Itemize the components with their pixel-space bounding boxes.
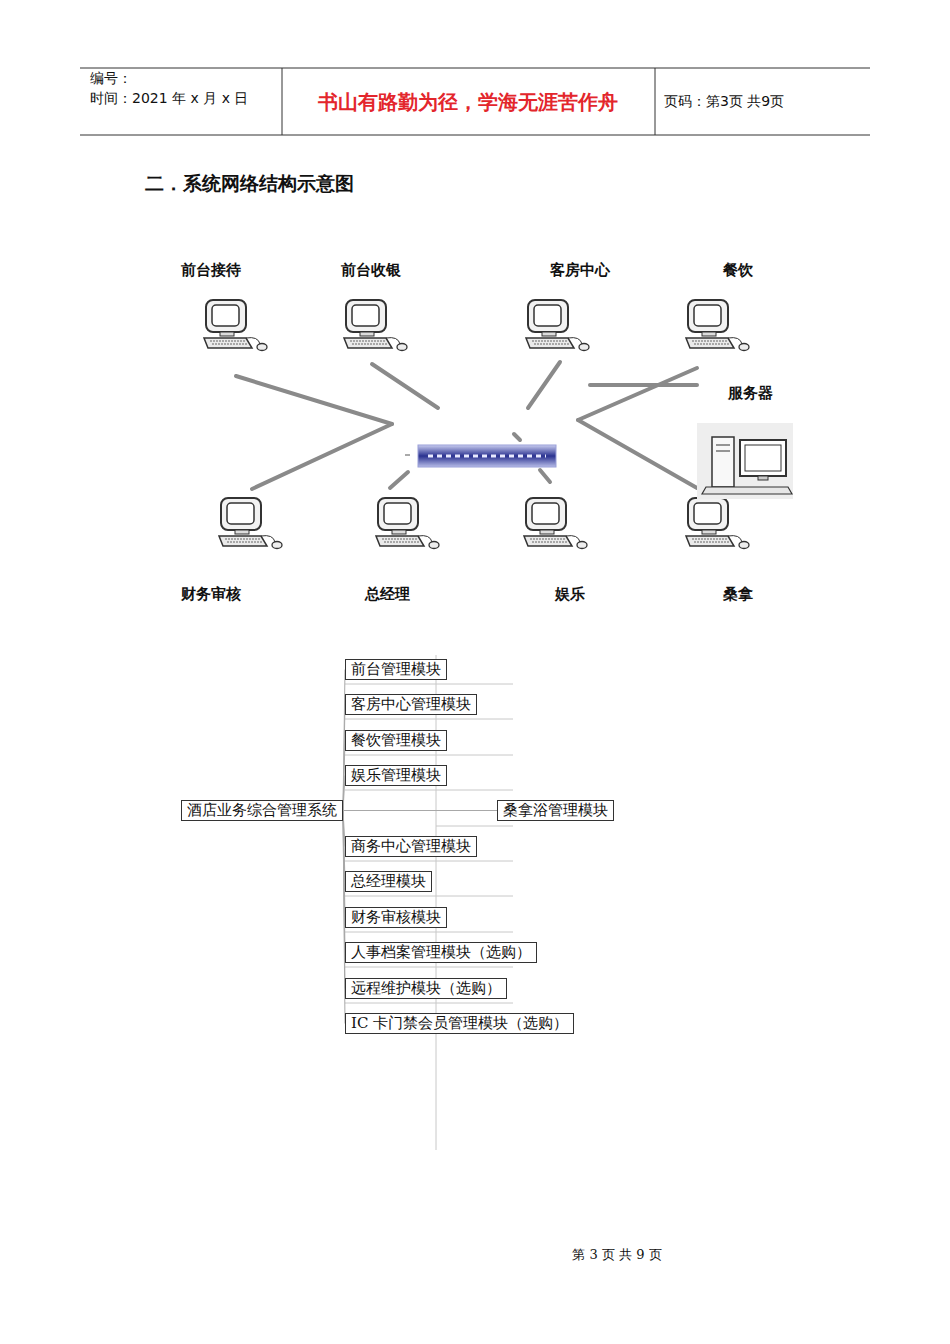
tree-connector-group	[343, 705, 345, 811]
server-icon	[697, 423, 793, 499]
network-switch	[405, 445, 556, 467]
header-table	[80, 68, 870, 135]
module-box: 商务中心管理模块	[345, 836, 477, 857]
module-box: 桑拿浴管理模块	[497, 800, 614, 821]
module-name: 财务审核模块	[351, 908, 441, 926]
module-box: 前台管理模块	[345, 659, 447, 680]
module-box: IC 卡门禁会员管理模块（选购）	[345, 1013, 574, 1034]
terminal-label: 客房中心	[550, 261, 610, 279]
header-field: 编号：	[90, 70, 132, 87]
module-box: 人事档案管理模块（选购）	[345, 942, 537, 963]
server-label: 服务器	[728, 384, 773, 402]
module-name: 人事档案管理模块（选购）	[351, 943, 531, 961]
terminal-label: 总经理	[365, 585, 410, 603]
module-box: 总经理模块	[345, 871, 432, 892]
terminal-label: 餐饮	[723, 261, 753, 279]
tree-bus	[345, 655, 513, 1150]
header-field: 时间：2021 年 x 月 x 日	[90, 90, 248, 107]
module-name: 娱乐管理模块	[351, 766, 441, 784]
page-number: 页码：第3页 共9页	[664, 93, 784, 110]
tree-connector-group	[343, 810, 497, 811]
module-box: 远程维护模块（选购）	[345, 978, 507, 999]
terminal-label: 娱乐	[555, 585, 585, 603]
module-name: 商务中心管理模块	[351, 837, 471, 855]
section-title: 二．系统网络结构示意图	[145, 172, 354, 195]
tree-connector	[343, 810, 497, 811]
page-footer: 第 3 页 共 9 页	[572, 1247, 661, 1263]
module-name: IC 卡门禁会员管理模块（选购）	[351, 1014, 568, 1032]
terminal-label: 桑拿	[723, 585, 753, 603]
module-name: 桑拿浴管理模块	[503, 801, 608, 819]
module-name: 客房中心管理模块	[351, 695, 471, 713]
module-box: 财务审核模块	[345, 907, 447, 928]
terminal-label: 前台收银	[341, 261, 401, 279]
module-name: 总经理模块	[351, 872, 426, 890]
module-name: 远程维护模块（选购）	[351, 979, 501, 997]
tree-connector	[343, 811, 345, 918]
header-motto: 书山有路勤为径，学海无涯苦作舟	[318, 90, 618, 114]
tree-connector	[343, 705, 345, 811]
module-box: 餐饮管理模块	[345, 730, 447, 751]
tree-connector-group	[343, 811, 345, 918]
root-system-box: 酒店业务综合管理系统	[181, 800, 343, 821]
network-cables	[236, 362, 697, 489]
module-name: 餐饮管理模块	[351, 731, 441, 749]
computer-icons	[204, 300, 749, 549]
module-name: 酒店业务综合管理系统	[187, 801, 337, 819]
module-box: 娱乐管理模块	[345, 765, 447, 786]
terminal-label: 前台接待	[181, 261, 241, 279]
terminal-label: 财务审核	[181, 585, 241, 603]
module-box: 客房中心管理模块	[345, 694, 477, 715]
module-name: 前台管理模块	[351, 660, 441, 678]
